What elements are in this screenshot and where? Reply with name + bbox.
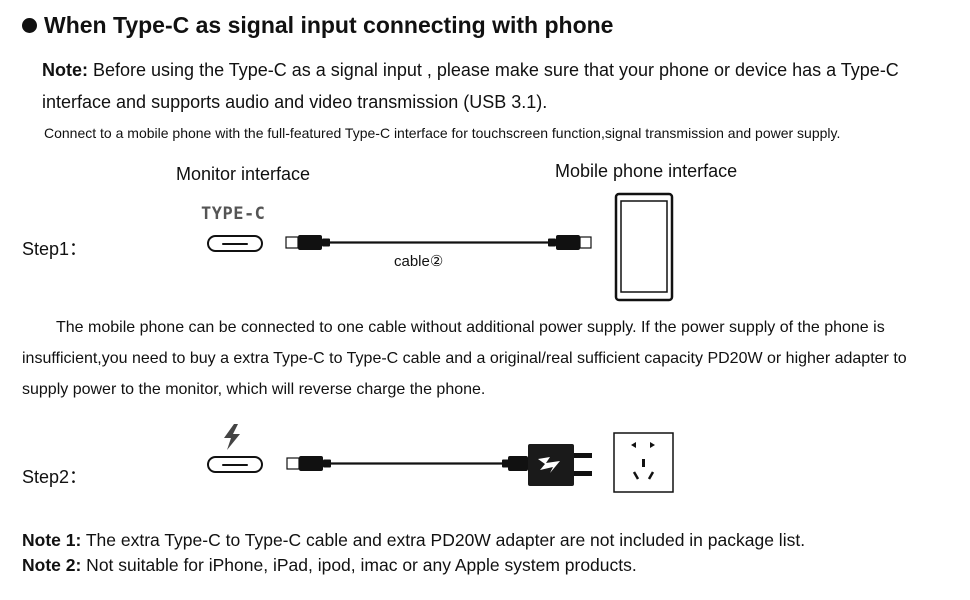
page-title: When Type-C as signal input connecting w… <box>22 12 613 39</box>
typec-port-icon-step2 <box>207 456 263 473</box>
note-2-text: Not suitable for iPhone, iPad, ipod, ima… <box>81 555 637 575</box>
cable-icon <box>285 235 592 250</box>
phone-icon <box>614 192 674 302</box>
paragraph-text: The mobile phone can be connected to one… <box>22 312 952 405</box>
note-2-label: Note 2: <box>22 555 82 575</box>
note-1-label: Note 1: <box>22 530 82 550</box>
cable-label: cable② <box>394 253 444 270</box>
bullet-icon <box>22 18 37 33</box>
note-top-text: Before using the Type-C as a signal inpu… <box>42 60 899 112</box>
note-top: Note: Before using the Type-C as a signa… <box>42 54 942 118</box>
lightning-icon <box>224 424 240 450</box>
note-1-text: The extra Type-C to Type-C cable and ext… <box>81 530 806 550</box>
typec-port-icon <box>207 235 263 252</box>
step1-label: Step1： <box>22 239 88 259</box>
phone-interface-label: Mobile phone interface <box>555 161 738 181</box>
typec-port-label: TYPE-C <box>201 204 266 224</box>
monitor-interface-label: Monitor interface <box>176 164 311 184</box>
step2-label: Step2： <box>22 467 88 487</box>
note-1: Note 1: The extra Type-C to Type-C cable… <box>22 530 805 551</box>
connect-description: Connect to a mobile phone with the full-… <box>44 125 841 141</box>
wall-outlet-icon <box>613 432 674 493</box>
note-top-label: Note: <box>42 60 88 80</box>
paragraph-body: The mobile phone can be connected to one… <box>22 319 907 398</box>
note-2: Note 2: Not suitable for iPhone, iPad, i… <box>22 555 637 576</box>
title-text: When Type-C as signal input connecting w… <box>44 12 614 38</box>
charger-adapter-icon <box>528 444 592 486</box>
power-cable-icon <box>286 456 528 471</box>
